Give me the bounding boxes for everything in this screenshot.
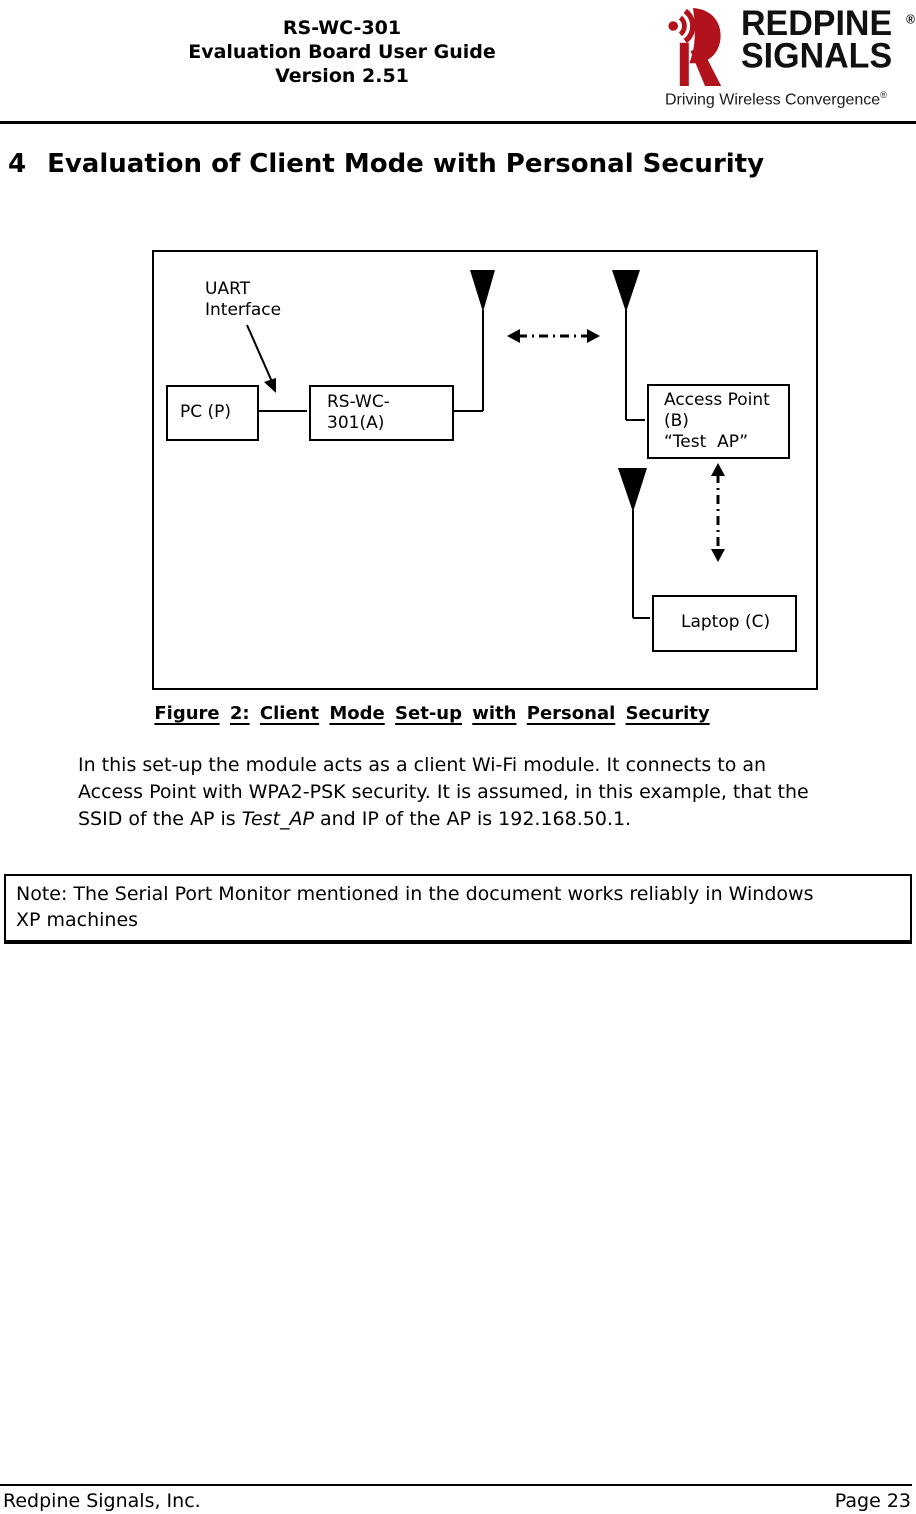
arrowhead-icon xyxy=(711,549,725,562)
footer-page-number: Page 23 xyxy=(834,1490,911,1512)
body-line2: Access Point with WPA2-PSK security. It … xyxy=(78,781,809,803)
doc-title-line1: RS-WC-301 xyxy=(282,17,402,39)
redpine-logo-icon xyxy=(668,8,722,86)
registered-trademark-icon: ® xyxy=(906,12,915,27)
figure-diagram: UART Interface PC (P) RS-WC- 301(A) Acce… xyxy=(152,250,818,690)
body-line1: In this set-up the module acts as a clie… xyxy=(78,754,767,776)
figure-caption: Figure 2: Client Mode Set-up with Person… xyxy=(154,703,710,724)
section-title: Evaluation of Client Mode with Personal … xyxy=(47,149,765,179)
body-paragraph: In this set-up the module acts as a clie… xyxy=(78,752,910,833)
section-number: 4 xyxy=(8,149,27,179)
antenna-icon xyxy=(470,270,495,312)
header-divider xyxy=(0,121,916,124)
footer-divider xyxy=(0,1484,912,1486)
arrowhead-icon xyxy=(587,329,600,343)
note-box: Note: The Serial Port Monitor mentioned … xyxy=(4,874,912,944)
redpine-logo: ® REDPINE SIGNALS Driving Wireless Conve… xyxy=(645,3,915,109)
arrowhead-icon xyxy=(264,378,276,393)
doc-title: RS-WC-301 Evaluation Board User Guide Ve… xyxy=(92,16,592,88)
uart-interface-label: UART Interface xyxy=(205,279,282,320)
section-heading: 4 Evaluation of Client Mode with Personal… xyxy=(8,149,908,179)
node-pc: PC (P) xyxy=(166,385,259,441)
node-laptop: Laptop (C) xyxy=(652,595,797,652)
logo-brand-line1: REDPINE xyxy=(741,3,893,44)
doc-title-line2: Evaluation Board User Guide xyxy=(188,41,496,63)
node-access-point: Access Point (B) “Test AP” xyxy=(647,384,790,459)
node-rs-wc-301: RS-WC- 301(A) xyxy=(309,385,454,441)
arrowhead-icon xyxy=(711,463,725,476)
antenna-icon xyxy=(612,270,640,312)
footer-company: Redpine Signals, Inc. xyxy=(3,1490,201,1512)
note-line2: XP machines xyxy=(16,909,139,931)
doc-title-line3: Version 2.51 xyxy=(275,65,409,87)
logo-tagline: Driving Wireless Convergence® xyxy=(665,90,887,109)
note-line1: Note: The Serial Port Monitor mentioned … xyxy=(16,883,814,905)
logo-brand-line2: SIGNALS xyxy=(741,36,893,76)
logo-brand-text: ® REDPINE SIGNALS xyxy=(741,3,915,76)
antenna-icon xyxy=(618,468,647,512)
arrowhead-icon xyxy=(507,329,520,343)
body-line3: SSID of the AP is Test_AP and IP of the … xyxy=(78,808,632,830)
tagline-registered-icon: ® xyxy=(880,90,887,100)
ssid-name: Test_AP xyxy=(241,808,314,830)
diagram-connectors xyxy=(246,270,725,619)
